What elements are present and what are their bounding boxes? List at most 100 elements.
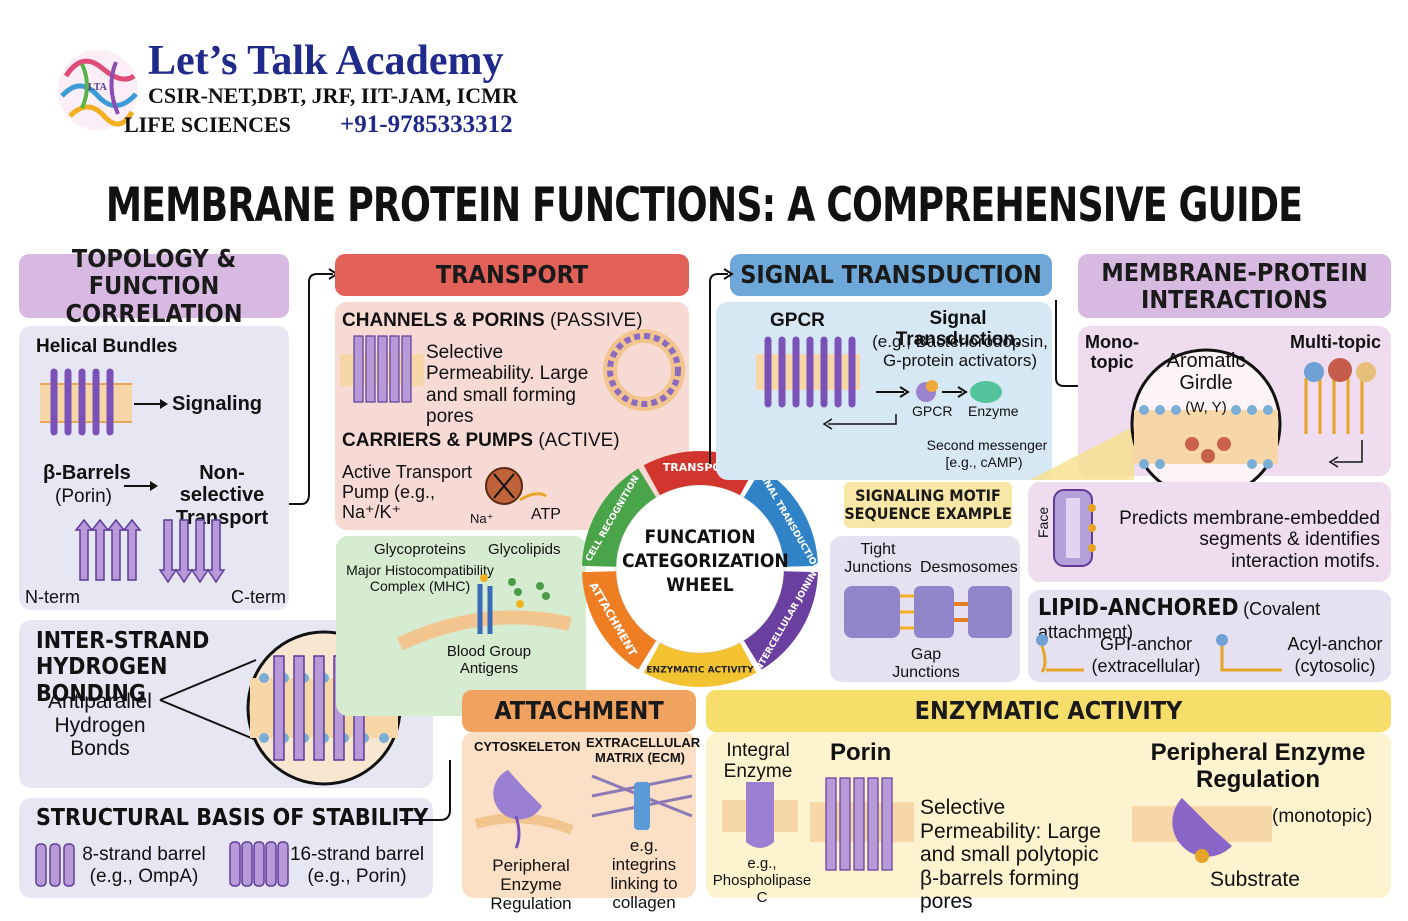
mhc-label: Major Histocompatibility Complex (MHC) — [346, 562, 494, 594]
carriers-desc: Active Transport Pump (e.g., Na⁺/K⁺ — [342, 462, 473, 523]
peripheral-enzyme-label: Peripheral Enzyme Regulation — [490, 856, 572, 914]
multitopic-label: Multi-topic — [1290, 332, 1381, 352]
transport-to-signal-connector — [709, 268, 734, 464]
lipid-title: LIPID-ANCHORED (Covalent attachment) — [1038, 595, 1408, 643]
desmosomes-label: Desmosomes — [920, 559, 1018, 576]
stability-connector — [400, 760, 451, 821]
signal-header: SIGNAL TRANSDUCTION — [730, 254, 1052, 296]
helical-label: Helical Bundles — [36, 336, 178, 357]
acyl-label: Acyl-anchor — [1287, 634, 1383, 654]
topology-panel — [19, 326, 289, 610]
hbond-callout-lines — [159, 659, 257, 741]
signaling-motif-badge: SIGNALING MOTIF SEQUENCE EXAMPLE — [844, 482, 1012, 528]
signaling-label: Signaling — [172, 393, 262, 415]
topology-connector — [289, 268, 339, 505]
prediction-desc: Predicts membrane-embedded segments & id… — [1119, 508, 1380, 572]
aromatic-girdle-callout — [1030, 426, 1134, 480]
acyl-anchor-icon — [1216, 634, 1282, 672]
sixteen-strand-example: (e.g., Porin) — [307, 866, 407, 887]
porin-desc: Selective Permeability: Large and small … — [920, 796, 1101, 914]
wheel-segment-label: ENZYMATIC ACTIVITY — [646, 666, 754, 676]
interstrand-desc: Antiparallel Hydrogen Bonds — [48, 690, 152, 761]
lipid-header: LIPID-ANCHORED — [1038, 595, 1239, 621]
second-messenger-label: Second messenger — [926, 437, 1048, 453]
brand-exams: CSIR-NET,DBT, JRF, IIT-JAM, ICMR — [148, 83, 518, 108]
pump-icon — [485, 467, 547, 505]
eight-strand-label: 8-strand barrel — [82, 844, 206, 865]
helical-bundle-icon — [40, 368, 132, 436]
substrate-label: Substrate — [1210, 868, 1300, 891]
cytoskeleton-label: CYTOSKELETON — [474, 739, 581, 754]
logo-text: LTA — [88, 82, 107, 93]
ecm-icon — [591, 774, 693, 830]
signal-desc: (e.g., Bacteriorodopsin, G-protein activ… — [872, 332, 1048, 371]
attachment-header: ATTACHMENT — [462, 690, 696, 732]
tight-junctions-label: Tight Junctions — [844, 541, 912, 576]
cytoskeleton-icon — [474, 770, 574, 849]
signal-to-interactions-connector — [1055, 300, 1078, 387]
aromatic-girdle-label: Aromatic Girdle — [1166, 350, 1246, 395]
brand-logo: LTA — [52, 46, 148, 136]
ecm-label: EXTRACELLULAR MATRIX (ECM) — [586, 735, 701, 765]
channels-desc: Selective Permeability. Large and small … — [426, 342, 589, 427]
wheel-segment — [743, 468, 818, 567]
transport-header: TRANSPORT — [335, 254, 689, 296]
eight-strand-example: (e.g., OmpA) — [89, 866, 199, 887]
integrins-label: e.g. integrins linking to collagen — [610, 836, 678, 913]
enzymatic-header: ENZYMATIC ACTIVITY — [706, 690, 1391, 732]
porin-title: Porin — [830, 739, 892, 766]
barrels-label: β-Barrels — [43, 462, 131, 484]
topology-header: TOPOLOGY & FUNCTION CORRELATION — [19, 245, 289, 327]
phospholipase-label: e.g., Phospholipase C — [712, 855, 812, 906]
glycoproteins-label: Glycoproteins — [374, 541, 466, 558]
junctions-icon — [844, 586, 1012, 638]
gpcr-icon — [756, 336, 860, 408]
monotopic-label: Mono- topic — [1085, 332, 1139, 373]
arrow-icon — [134, 399, 168, 409]
page-title: MEMBRANE PROTEIN FUNCTIONS: A COMPREHENS… — [105, 178, 1303, 233]
gpi-location: (extracellular) — [1091, 656, 1201, 676]
carriers-label: CARRIERS & PUMPS — [342, 430, 534, 451]
sixteen-strand-label: 16-strand barrel — [289, 844, 425, 865]
signal-cascade-icon — [876, 380, 1002, 403]
integral-enzyme-label: Integral Enzyme — [723, 740, 793, 783]
wheel-segment — [582, 571, 657, 670]
brand-name: Let’s Talk Academy — [148, 38, 504, 84]
porin-ring-icon — [603, 329, 685, 411]
porin-barrel-icon — [810, 777, 914, 871]
interactions-header: MEMBRANE-PROTEIN INTERACTIONS — [1078, 254, 1391, 318]
gpi-label: GPI-anchor — [1099, 634, 1193, 654]
arrow-icon — [124, 481, 158, 491]
glycolipids-label: Glycolipids — [488, 541, 561, 558]
channels-label: CHANNELS & PORINS — [342, 310, 545, 331]
gpcr-label: GPCR — [770, 310, 825, 331]
face-label: Face — [1035, 506, 1051, 538]
passive-label: (PASSIVE) — [549, 310, 643, 331]
lipid-panel — [1028, 590, 1391, 682]
wheel-segment — [743, 571, 818, 670]
wheel-center-label: FUNCATION CATEGORIZATION WHEEL — [622, 526, 789, 596]
glycocalyx-icon — [397, 574, 572, 651]
helix-face-icon — [1053, 489, 1096, 567]
stability-header: STRUCTURAL BASIS OF STABILITY — [36, 805, 429, 831]
interstrand-header: INTER-STRAND HYDROGEN BONDING — [36, 628, 210, 707]
porin-label: (Porin) — [55, 486, 113, 507]
acyl-location: (cytosolic) — [1294, 656, 1376, 676]
nterm-label: N-term — [25, 587, 80, 607]
beta-strands-icon — [74, 518, 226, 584]
aromatic-girdle-zoom — [1130, 348, 1282, 500]
na-label: Na⁺ — [470, 511, 494, 526]
logo-graphic — [58, 50, 138, 130]
gpcr-small-label: GPCR — [912, 403, 953, 419]
channels-title: CHANNELS & PORINS (PASSIVE) — [342, 310, 643, 331]
feedback-arrow — [822, 414, 897, 430]
multitopic-icon — [1304, 358, 1376, 434]
peripheral-enzyme-icon — [1132, 798, 1272, 863]
brand-subject: LIFE SCIENCES — [124, 112, 291, 137]
monotopic-label-2: (monotopic) — [1272, 806, 1373, 827]
aromatic-wy-label: (W, Y) — [1185, 399, 1227, 416]
lipid-covalent: (Covalent attachment) — [1038, 599, 1321, 642]
sixteen-strand-barrel-icon — [229, 841, 289, 887]
return-arrow — [1328, 440, 1363, 468]
